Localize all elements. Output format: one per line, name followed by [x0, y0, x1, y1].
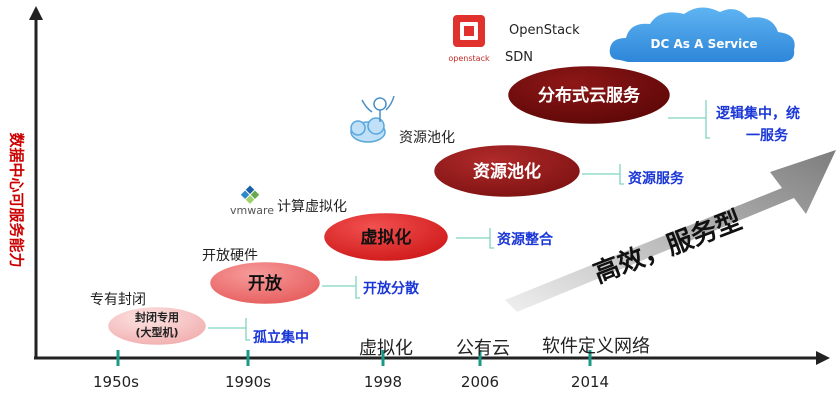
trend-arrow-label: 高效，服务型: [589, 205, 746, 290]
y-axis-title: 数据中心可服务能力: [8, 132, 26, 267]
milestone-label: 软件定义网络: [542, 336, 650, 357]
stage-caption: 计算虚拟化: [277, 199, 347, 215]
trend-arrow-label-group: 高效，服务型: [589, 205, 746, 290]
stage-bubble-virtualization: [321, 210, 451, 264]
connectors: [208, 100, 710, 341]
milestone-label: 虚拟化: [359, 338, 413, 359]
stage-bubble-resource-pool: [431, 142, 583, 200]
axes: [29, 6, 830, 365]
stage-result-line1: 逻辑集中，统: [716, 105, 800, 122]
sdn-label: SDN: [505, 50, 533, 65]
openstack-monkey-cloud-icon: [350, 95, 395, 143]
year-label: 1998: [364, 373, 402, 391]
year-label: 2006: [461, 373, 499, 391]
y-axis-title-group: 数据中心可服务能力: [8, 132, 26, 267]
stage-bubble-mainframe: [105, 304, 209, 348]
stage-label-line2: (大型机): [135, 325, 178, 339]
openstack-logo: openstack: [448, 15, 490, 63]
year-label: 1990s: [225, 373, 271, 391]
stage-result: 孤立集中: [253, 329, 309, 346]
stage-caption: 开放硬件: [202, 248, 258, 264]
x-axis-arrowhead: [816, 351, 830, 365]
vmware-icon: [240, 185, 260, 204]
stage-result: 开放分散: [363, 280, 420, 297]
stage-label-line1: 虚拟化: [361, 227, 412, 248]
stage-bubble-distributed-cloud: [505, 63, 673, 127]
cloud-label: DC As A Service: [651, 37, 758, 51]
stage-label-line1: 开放: [248, 273, 283, 294]
stage-label-line1: 资源池化: [473, 161, 541, 182]
dc-service-cloud: DC As A Service: [609, 7, 795, 63]
timeline-ticks: [116, 350, 592, 366]
vmware-logo: vmware: [230, 185, 274, 217]
openstack-wordmark: openstack: [448, 54, 490, 63]
stage-label-line1: 封闭专用: [135, 310, 179, 324]
stage-caption: 资源池化: [399, 130, 455, 146]
year-label: 2014: [571, 373, 609, 391]
stage-bubble-open: [207, 259, 323, 307]
milestone-label: 公有云: [456, 338, 510, 359]
stage-result: 资源整合: [497, 231, 554, 248]
vmware-wordmark: vmware: [230, 204, 274, 217]
openstack-name: OpenStack: [509, 23, 580, 38]
stage-label-line1: 分布式云服务: [538, 85, 641, 106]
trend-arrow: [505, 150, 836, 312]
year-label: 1950s: [93, 373, 139, 391]
stage-result: 资源服务: [628, 170, 685, 187]
stage-result-line2: 一服务: [746, 127, 789, 144]
stage-caption: 专有封闭: [90, 292, 146, 308]
y-axis-arrowhead: [29, 6, 43, 20]
